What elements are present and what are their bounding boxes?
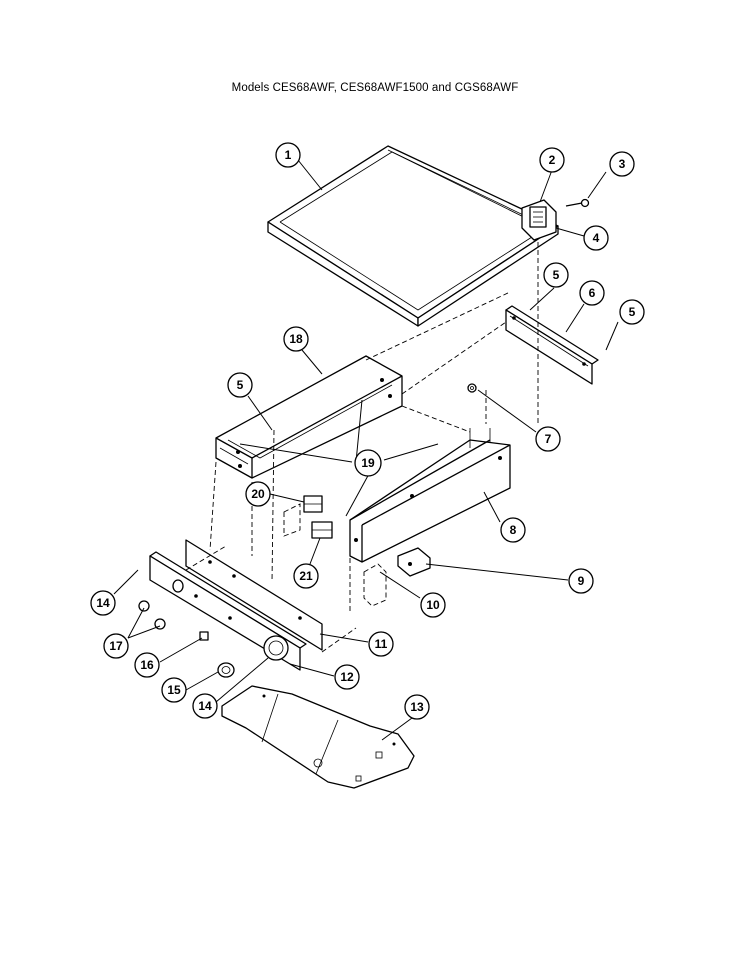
screw (565, 198, 590, 208)
page-title: Models CES68AWF, CES68AWF1500 and CGS68A… (231, 82, 519, 94)
svg-text:9: 9 (578, 574, 585, 588)
svg-text:15: 15 (167, 683, 181, 697)
callout-4: 4 (583, 225, 609, 251)
callout-11: 11 (368, 631, 394, 657)
switch-lower (311, 521, 333, 539)
svg-text:14: 14 (96, 596, 110, 610)
svg-text:5: 5 (629, 305, 636, 319)
svg-text:12: 12 (340, 670, 354, 684)
callout-8: 8 (500, 517, 526, 543)
callout-17: 17 (103, 633, 129, 659)
bottom-shield (221, 685, 415, 789)
svg-text:5: 5 (553, 268, 560, 282)
callout-3: 3 (609, 151, 635, 177)
callout-18: 18 (283, 326, 309, 352)
svg-text:17: 17 (109, 639, 123, 653)
push-buttons (138, 600, 166, 630)
svg-text:14: 14 (198, 699, 212, 713)
svg-text:5: 5 (237, 378, 244, 392)
svg-text:10: 10 (426, 598, 440, 612)
control-switch (397, 547, 431, 577)
callout-9: 9 (568, 568, 594, 594)
callout-10: 10 (420, 592, 446, 618)
svg-text:16: 16 (140, 658, 154, 672)
svg-text:8: 8 (510, 523, 517, 537)
svg-text:3: 3 (619, 157, 626, 171)
top-lid (267, 145, 559, 327)
callout-2: 2 (539, 147, 565, 173)
svg-text:6: 6 (589, 286, 596, 300)
callout-14-left: 14 (90, 590, 116, 616)
svg-text:18: 18 (289, 332, 303, 346)
small-knob (199, 631, 209, 641)
base-frame (349, 428, 511, 563)
callout-15: 15 (161, 677, 187, 703)
bracket-dashed (283, 503, 387, 607)
hinge-bracket (521, 199, 557, 241)
callout-16: 16 (134, 652, 160, 678)
svg-text:11: 11 (375, 637, 388, 651)
callout-12: 12 (334, 664, 360, 690)
rear-bracket (505, 305, 599, 385)
svg-text:13: 13 (410, 700, 424, 714)
svg-text:2: 2 (549, 153, 556, 167)
callout-5-rear-right: 5 (619, 299, 645, 325)
callout-21: 21 (293, 563, 319, 589)
console-back-panel (185, 539, 323, 651)
svg-text:1: 1 (285, 148, 292, 162)
callout-6: 6 (579, 280, 605, 306)
grommet (467, 383, 477, 393)
svg-text:20: 20 (251, 487, 265, 501)
callout-1: 1 (275, 142, 301, 168)
callout-13: 13 (404, 694, 430, 720)
svg-text:7: 7 (545, 432, 552, 446)
callout-20: 20 (245, 481, 271, 507)
svg-text:19: 19 (361, 456, 375, 470)
control-panel (149, 551, 307, 671)
callout-5-rear-left: 5 (543, 262, 569, 288)
callout-14-bottom: 14 (192, 693, 218, 719)
callout-5-top-frame: 5 (227, 372, 253, 398)
callout-19: 19 (354, 449, 382, 477)
leader-lines (113, 159, 619, 741)
timer-knob (217, 662, 235, 678)
callout-7: 7 (535, 426, 561, 452)
svg-text:4: 4 (593, 231, 600, 245)
svg-text:21: 21 (299, 569, 313, 583)
switch-upper (303, 495, 323, 513)
